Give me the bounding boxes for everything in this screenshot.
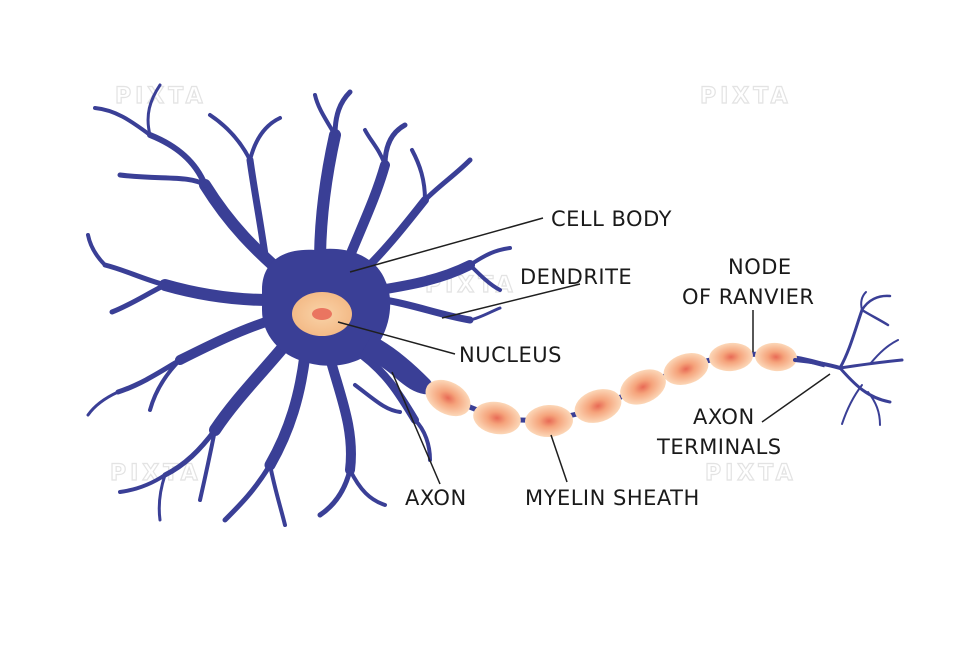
label-nucleus: NUCLEUS: [459, 343, 562, 367]
watermark-text: PIXTA: [700, 84, 792, 109]
label-myelin-sheath: MYELIN SHEATH: [525, 486, 700, 510]
leader-dendrite: [441, 283, 581, 319]
leader-axon: [391, 371, 441, 485]
myelin-segment: [425, 379, 471, 417]
label-node-line2: OF RANVIER: [682, 285, 815, 309]
myelin-segment: [663, 353, 709, 385]
label-axon-terminals-line1: AXON: [693, 405, 755, 429]
label-axon: AXON: [405, 486, 467, 510]
axon-terminals: [793, 291, 904, 426]
leader-nucleus: [337, 321, 456, 355]
leader-lines: [337, 217, 831, 485]
nucleolus-shape: [312, 308, 332, 320]
leader-axon-terminals: [761, 373, 831, 423]
leader-cell-body: [349, 217, 544, 273]
myelin-segment: [574, 389, 622, 423]
myelin-segment: [525, 404, 573, 438]
label-dendrite: DENDRITE: [520, 265, 632, 289]
myelin-segment: [755, 342, 797, 372]
labels: CELL BODY DENDRITE NODE OF RANVIER NUCLE…: [405, 207, 815, 510]
axon-hillock: [360, 335, 438, 395]
myelin-sheath-segments: [425, 342, 797, 438]
label-cell-body: CELL BODY: [551, 207, 672, 231]
myelin-segment: [709, 342, 753, 372]
watermark-text: PIXTA: [115, 84, 207, 109]
watermark-text: PIXTA: [705, 461, 797, 486]
leader-myelin-sheath: [550, 434, 568, 483]
myelin-segment: [473, 401, 521, 435]
myelin-segment: [620, 369, 666, 405]
label-axon-terminals-line2: TERMINALS: [656, 435, 782, 459]
label-node-line1: NODE: [728, 255, 792, 279]
